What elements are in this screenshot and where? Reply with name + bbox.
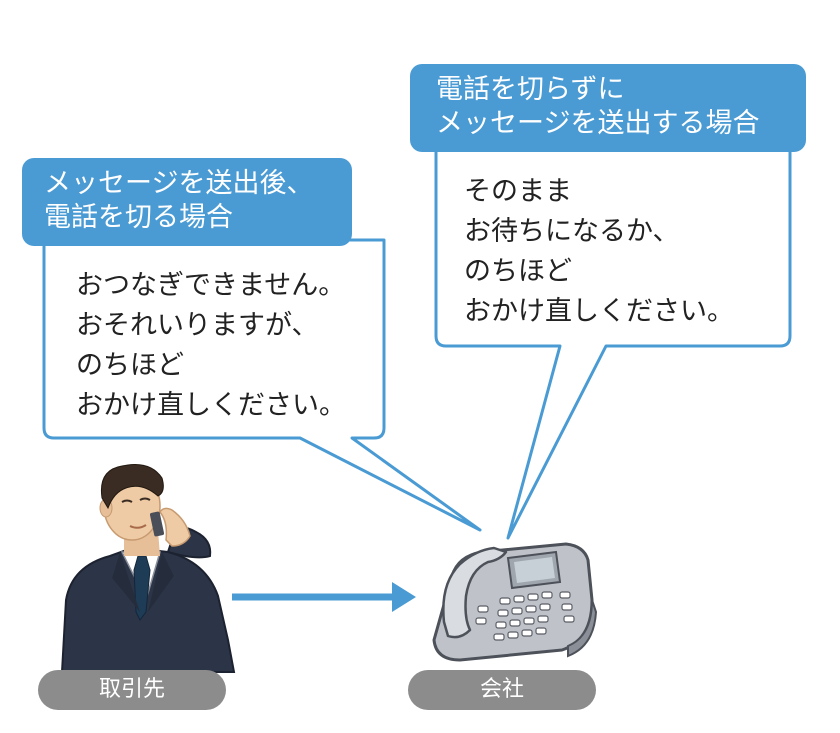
company-label-pill — [408, 670, 596, 710]
left-bubble-header-text: メッセージを送出後、 電話を切る場合 — [44, 168, 314, 233]
right-bubble-header-text: 電話を切らずに メッセージを送出する場合 — [436, 74, 760, 139]
right-bubble-body-text: そのまま お待ちになるか、 のちほど おかけ直しください。 — [464, 176, 734, 327]
call-arrow — [232, 582, 416, 612]
left-bubble-outline — [42, 238, 482, 532]
caller-label-pill — [38, 670, 226, 710]
caller-label: 取引先 — [98, 677, 165, 702]
company-label: 会社 — [479, 677, 524, 702]
right-speech-bubble — [410, 64, 806, 540]
office-phone-icon — [432, 542, 598, 662]
right-bubble-header — [410, 64, 806, 152]
left-bubble-body-text: おつなぎできません。 おそれいりますが、 のちほど おかけ直しください。 — [76, 270, 346, 421]
right-bubble-outline — [434, 144, 792, 540]
left-speech-bubble — [22, 158, 482, 532]
left-bubble-header — [22, 158, 352, 246]
businessman-icon — [60, 464, 236, 673]
